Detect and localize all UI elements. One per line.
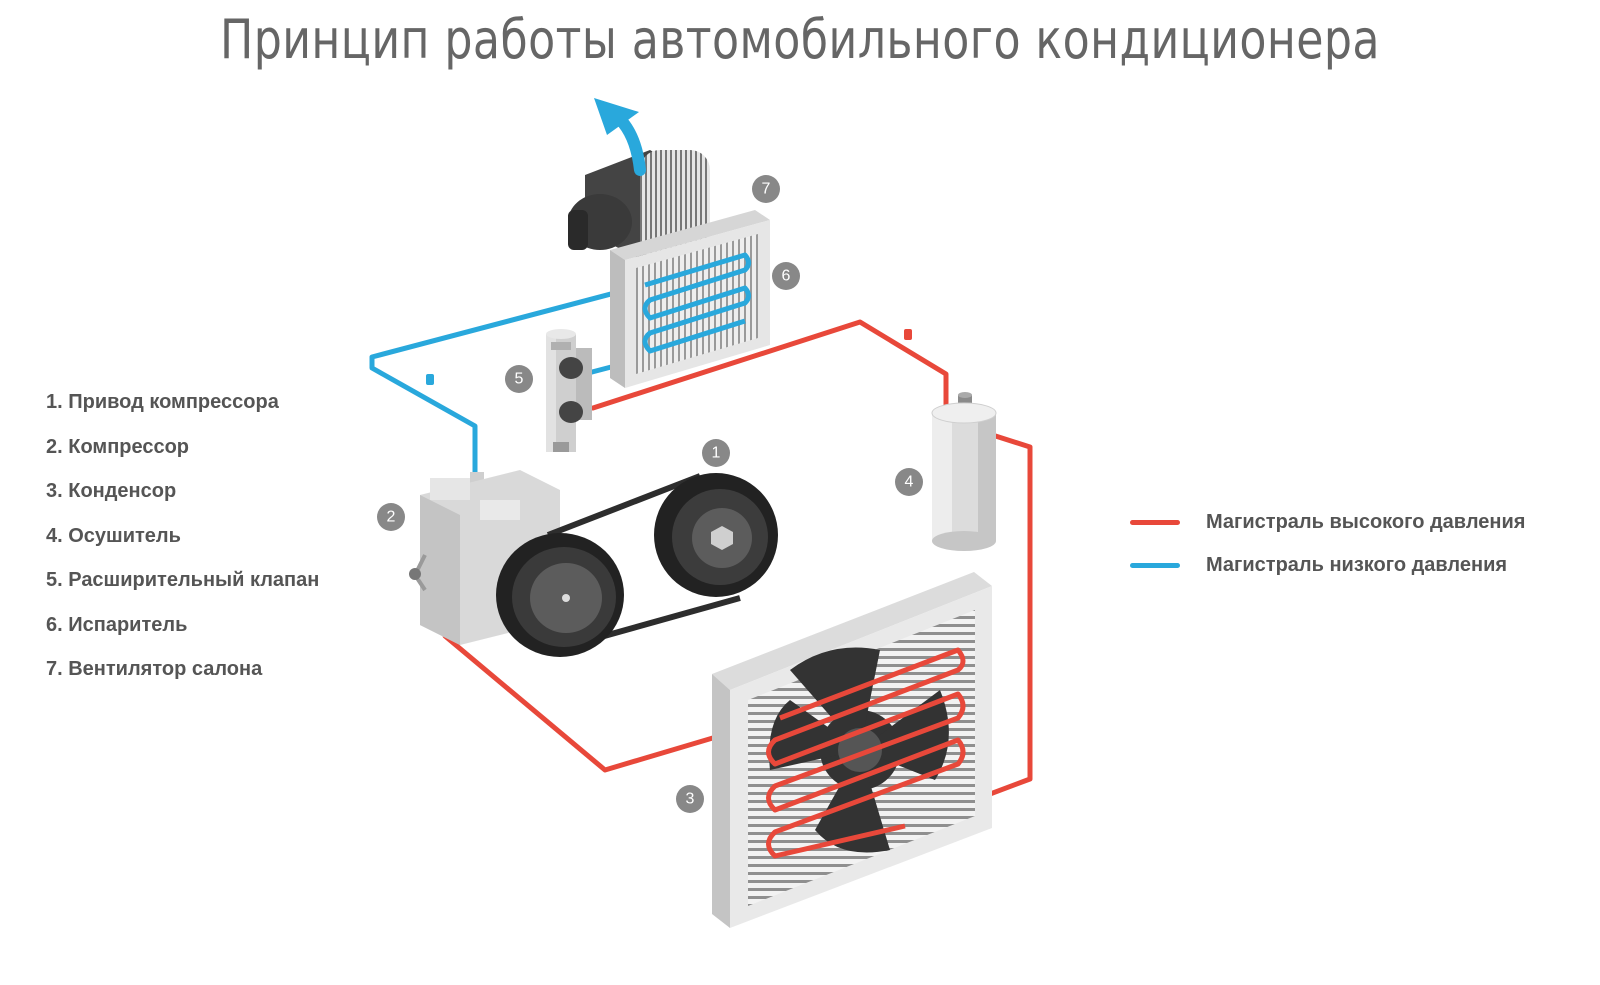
list-item: 1. Привод компрессора — [46, 391, 279, 413]
badge-6-number: 6 — [782, 268, 791, 285]
parts-list: 1. Привод компрессора 2. Компрессор 3. К… — [46, 386, 319, 698]
badge-5: 5 — [505, 365, 533, 393]
badge-3-number: 3 — [686, 791, 695, 808]
badge-7-number: 7 — [762, 181, 771, 198]
expansion-valve — [546, 329, 592, 452]
airflow-arrowhead-icon — [594, 98, 639, 135]
drive-belt — [546, 473, 741, 643]
condenser — [712, 572, 992, 928]
badge-5-number: 5 — [515, 371, 524, 388]
drive-pulley — [654, 473, 778, 597]
badge-1: 1 — [702, 439, 730, 467]
receiver-drier — [931, 392, 997, 551]
hex-bolt-icon — [711, 526, 733, 550]
legend-low-pressure: Магистраль низкого давления — [1130, 550, 1507, 580]
compressor-clutch-pulley — [496, 533, 624, 657]
page-title: Принцип работы автомобильного кондиционе… — [220, 8, 1380, 71]
badge-6: 6 — [772, 262, 800, 290]
evaporator — [610, 210, 770, 388]
high-pressure-port-icon — [904, 329, 912, 340]
badge-4-number: 4 — [905, 474, 914, 491]
legend-high-label: Магистраль высокого давления — [1206, 510, 1526, 533]
legend-low-swatch — [1130, 562, 1180, 568]
list-item: 2. Компрессор — [46, 435, 190, 458]
badge-2-number: 2 — [387, 509, 396, 526]
legend-high-swatch — [1130, 519, 1180, 525]
low-pressure-port-icon — [426, 374, 434, 385]
list-item: 7. Вентилятор салона — [46, 658, 263, 680]
legend-low-label: Магистраль низкого давления — [1206, 553, 1508, 576]
legend-high-pressure: Магистраль высокого давления — [1130, 507, 1525, 537]
list-item: 4. Осушитель — [46, 524, 181, 547]
badge-1-number: 1 — [712, 445, 721, 462]
list-item: 6. Испаритель — [46, 613, 188, 636]
badge-3: 3 — [676, 785, 704, 813]
list-item: 3. Конденсор — [46, 480, 177, 502]
list-item: 5. Расширительный клапан — [46, 569, 320, 591]
badge-7: 7 — [752, 175, 780, 203]
badge-2: 2 — [377, 503, 405, 531]
cabin-blower — [568, 150, 710, 265]
badge-4: 4 — [895, 468, 923, 496]
